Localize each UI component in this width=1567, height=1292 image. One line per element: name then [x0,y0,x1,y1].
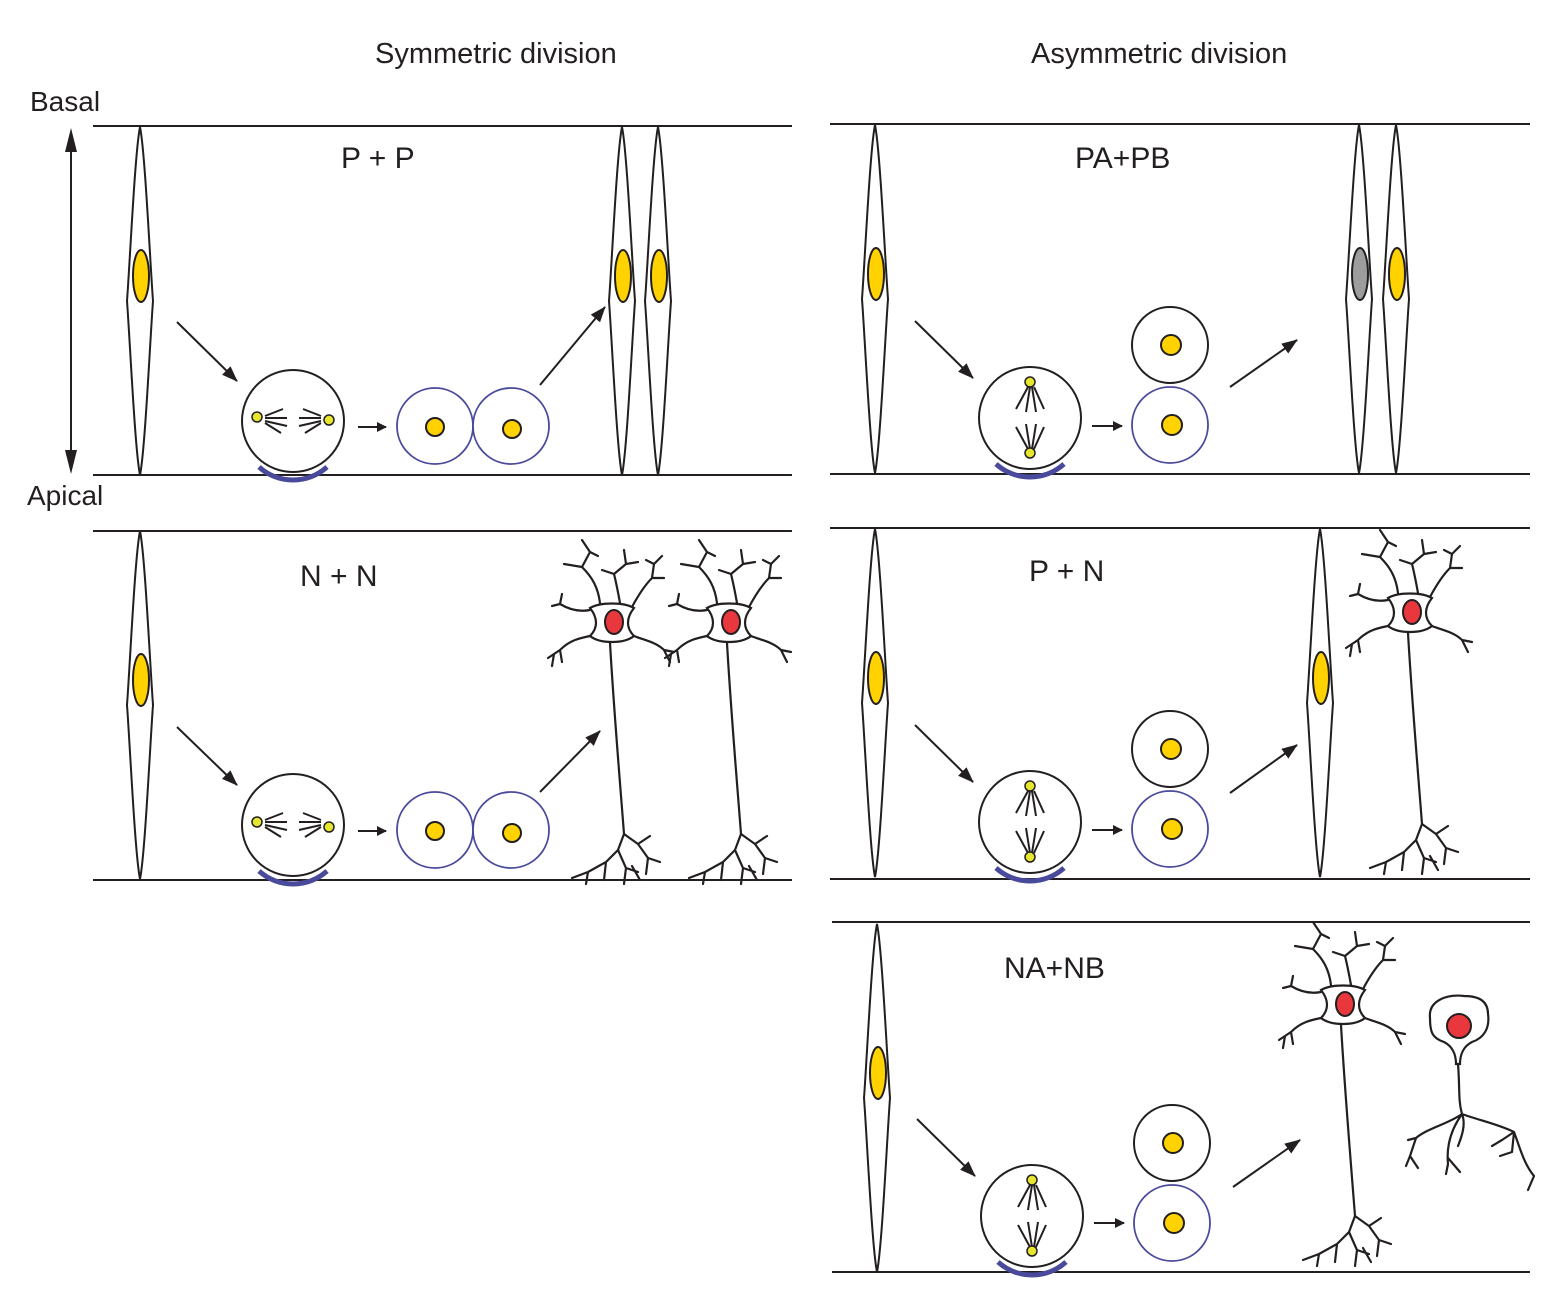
progenitor-daughter [1306,528,1334,878]
arrow-to-outcome [1229,744,1298,794]
mitotic-cell-vertical [980,1164,1084,1278]
daughter-cells [396,387,550,465]
panel-label-p-p: P + P [341,142,415,175]
arrow-to-outcome [539,730,601,793]
axis-label-apical: Apical [27,480,104,511]
panel-label-p-n: P + N [1029,555,1105,588]
mitotic-cell-horizontal [241,773,345,887]
panel-asym-pn [861,528,1474,884]
panel-boundaries [93,123,1530,1273]
daughter-cells-stacked [1131,306,1209,464]
neuron-daughter [1344,528,1474,876]
arrow-to-outcome [1232,1139,1301,1188]
panel-asym-papb [861,124,1410,480]
mitotic-cell-vertical [978,366,1082,480]
mitotic-cell-vertical [978,770,1082,884]
axis-label-basal: Basal [30,86,101,117]
daughter-cells [396,791,550,869]
arrow-to-mitosis [914,724,974,783]
arrow-to-mitosis [914,320,974,379]
neuron-daughter-a [1277,920,1407,1268]
panel-label-pa-pb: PA+PB [1075,142,1171,175]
panel-asym-nanb [863,920,1536,1278]
progenitor-daughter-yellow [1382,124,1410,474]
radial-glia-cell [861,528,889,878]
radial-glia-cell [126,126,154,476]
panel-sym-pp [126,126,672,483]
neuron-daughter-2 [663,538,793,886]
daughter-cells-stacked [1131,710,1209,868]
neuron-daughter-b [1404,994,1536,1192]
neuron-daughter-1 [546,538,676,886]
radial-glia-cell [126,530,154,880]
mitotic-cell-horizontal [241,369,345,483]
progenitor-daughter-2 [644,126,672,476]
radial-glia-cell [861,124,889,474]
panel-label-n-n: N + N [300,560,378,593]
panel-label-na-nb: NA+NB [1004,952,1105,985]
arrow-to-outcome [1229,339,1298,388]
basal-apical-axis-arrow [65,128,77,474]
arrow-to-outcome [539,306,606,386]
header-asymmetric-division: Asymmetric division [1031,38,1288,70]
arrow-to-mitosis [176,726,238,786]
progenitor-daughter-grey [1345,124,1373,474]
radial-glia-cell [863,923,891,1273]
progenitor-daughter-1 [608,126,636,476]
daughter-cells-stacked [1133,1104,1211,1262]
arrow-to-mitosis [176,321,238,382]
header-symmetric-division: Symmetric division [375,38,617,70]
arrow-to-mitosis [916,1118,976,1177]
panel-sym-nn [126,530,793,887]
